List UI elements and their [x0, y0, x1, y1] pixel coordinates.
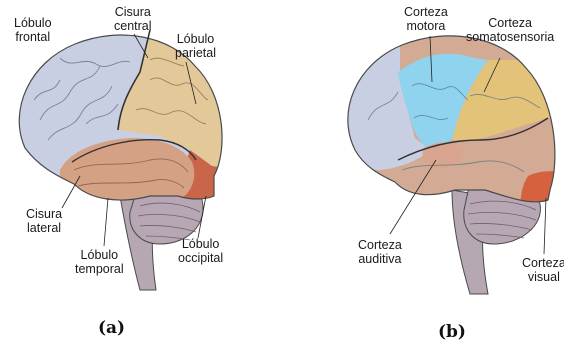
brain-b — [320, 0, 564, 294]
caption-b: (b) — [438, 322, 466, 342]
caption-a: (a) — [98, 318, 125, 338]
